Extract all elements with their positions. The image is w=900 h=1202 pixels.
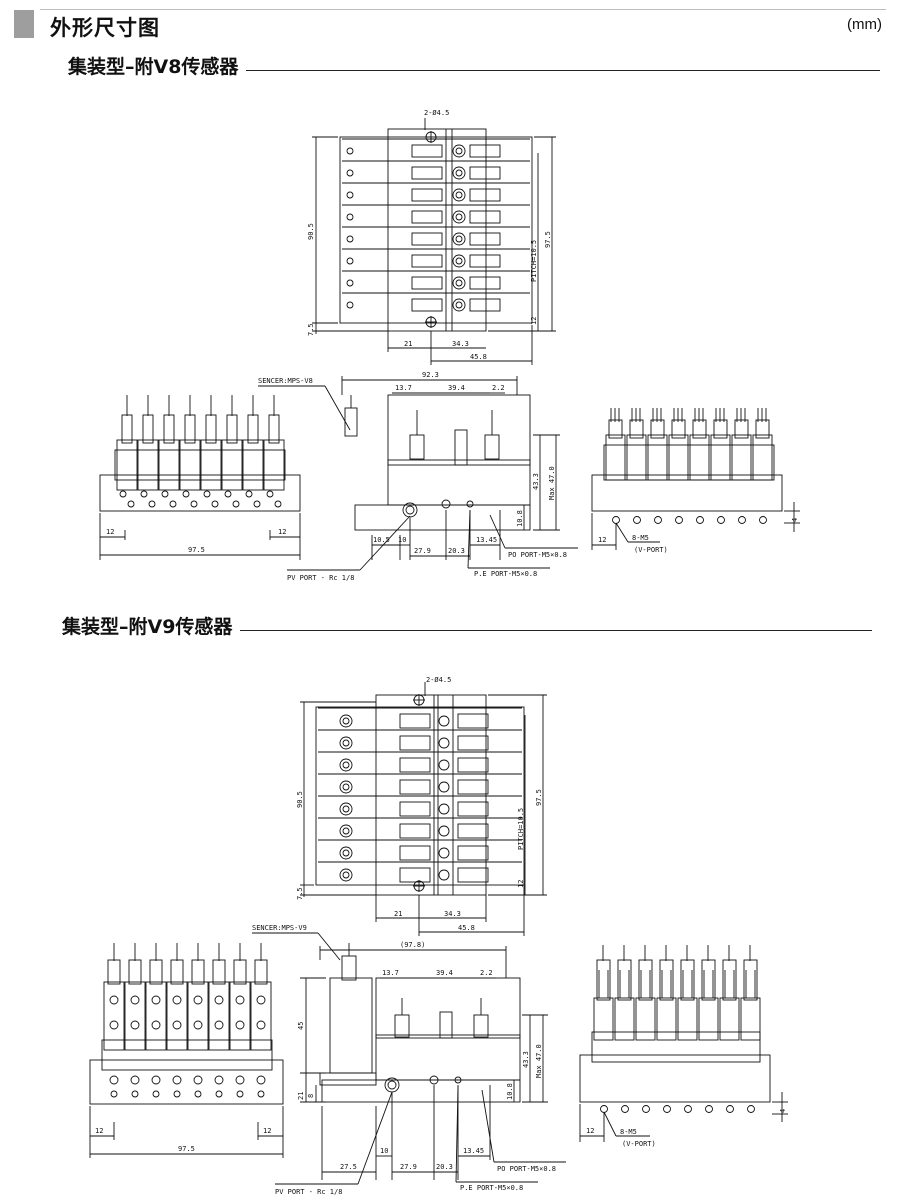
dim-45-8-v9: 45.8: [458, 924, 475, 932]
pe-port-label-v9: P.E PORT-M5×0.8: [460, 1184, 523, 1192]
side-dim-20-3: 20.3: [448, 547, 465, 555]
side-dim-39-4: 39.4: [448, 384, 465, 392]
side-dim-39-4-v9: 39.4: [436, 969, 453, 977]
pe-port-label: P.E PORT-M5×0.8: [474, 570, 537, 578]
pitch-dimension: PITCH=10.5: [530, 240, 538, 282]
side-dim-max47: Max 47.0: [548, 466, 556, 500]
side-dim-20-3-v9: 20.3: [436, 1163, 453, 1171]
pitch-dimension-v9: PITCH=10.5: [517, 808, 525, 850]
front-dim-12-left: 12: [106, 528, 114, 536]
section1-drawing: 2-Ø4.5 90.5 7.5 97.5 PITCH=10.5 12 21 34…: [99, 109, 800, 582]
rear-view: 12 8-M5 (V-PORT) 4: [591, 408, 800, 554]
front-valve-stack: [116, 395, 285, 508]
side-view-v9: (97.8) 13.7 39.4 2.2 SENCER:MPS-V9 45 21…: [252, 924, 566, 1196]
dim-12-v9: 12: [517, 880, 525, 888]
side-dim-27-9: 27.9: [414, 547, 431, 555]
dim-97-5-v9: 97.5: [535, 789, 543, 806]
rear-dim-12-v9: 12: [586, 1127, 594, 1135]
side-dim-97-8: (97.8): [400, 941, 425, 949]
hole-dimension-v9: 2-Ø4.5: [426, 676, 451, 684]
pv-port-label: PV PORT - Rc 1/8: [287, 574, 354, 582]
section2-title: 集装型–附V9传感器: [62, 612, 241, 639]
side-dim-2-2-v9: 2.2: [480, 969, 493, 977]
front-dim-97-5: 97.5: [188, 546, 205, 554]
rear-dim-12: 12: [598, 536, 606, 544]
section2-heading: 集装型–附V9传感器: [0, 612, 900, 642]
side-dim-43-3-v9: 43.3: [522, 1051, 530, 1068]
section1-title: 集装型–附V8传感器: [68, 52, 247, 79]
page-header: 外形尺寸图 (mm): [0, 0, 900, 44]
rear-valve-stack-v9: [593, 945, 761, 1113]
valve-stations-top-v9: [318, 707, 522, 883]
front-view-v9: 12 12 97.5: [89, 943, 284, 1158]
page-title: 外形尺寸图: [50, 16, 160, 40]
front-dim-12-left-v9: 12: [95, 1127, 103, 1135]
dim-12: 12: [530, 317, 538, 325]
side-dim-10-v9: 10: [380, 1147, 388, 1155]
side-dim-10-8-v9: 10.8: [506, 1083, 514, 1100]
side-dim-27-9-v9: 27.9: [400, 1163, 417, 1171]
section1-rule: [68, 70, 880, 71]
side-dim-43-3: 43.3: [532, 473, 540, 490]
po-port-label-v9: PO PORT-M5×0.8: [497, 1165, 556, 1173]
side-dim-13-45: 13.45: [476, 536, 497, 544]
vport-label-v9: (V-PORT): [622, 1140, 656, 1148]
side-dim-10-8: 10.8: [516, 510, 524, 527]
front-valve-stack-v9: [103, 943, 272, 1098]
dim-34-3: 34.3: [452, 340, 469, 348]
rear-dim-4: 4: [791, 518, 799, 522]
section1-heading: 集装型–附V8传感器: [0, 52, 900, 82]
side-dim-2-2: 2.2: [492, 384, 505, 392]
side-dim-8: 8: [307, 1094, 315, 1098]
rear-view-v9: 12 8-M5 (V-PORT) 4: [579, 945, 788, 1148]
section2-drawing: 2-Ø4.5 90.5 7.5 97.5 PITCH=10.5 12 21 34…: [89, 676, 788, 1196]
side-dim-13-7: 13.7: [395, 384, 412, 392]
dim-45-8: 45.8: [470, 353, 487, 361]
side-view: 92.3 13.7 39.4 2.2 SENCER:MPS-V8 43.3 Ma…: [258, 371, 578, 582]
dim-34-3-v9: 34.3: [444, 910, 461, 918]
dim-90-5: 90.5: [307, 223, 315, 240]
header-rule: [40, 9, 886, 10]
front-dim-12-right-v9: 12: [263, 1127, 271, 1135]
dim-21: 21: [404, 340, 412, 348]
side-dim-21-v9: 21: [297, 1092, 305, 1100]
front-view: 12 12 97.5: [99, 395, 301, 560]
side-dim-max47-v9: Max 47.0: [535, 1044, 543, 1078]
side-dim-10: 10: [398, 536, 406, 544]
dim-21-v9: 21: [394, 910, 402, 918]
rear-valve-stack: [605, 408, 773, 524]
valve-stations-top: [342, 138, 530, 312]
side-dim-13-7-v9: 13.7: [382, 969, 399, 977]
section2-rule: [68, 630, 872, 631]
m5-label: 8-M5: [632, 534, 649, 542]
side-dim-45: 45: [297, 1022, 305, 1030]
sensor-label-v9: SENCER:MPS-V9: [252, 924, 307, 932]
dim-90-5-v9: 90.5: [296, 791, 304, 808]
front-dim-97-5-v9: 97.5: [178, 1145, 195, 1153]
rear-dim-4-v9: 4: [779, 1109, 787, 1113]
front-dim-12-right: 12: [278, 528, 286, 536]
vport-label: (V-PORT): [634, 546, 668, 554]
top-view: 2-Ø4.5 90.5 7.5 97.5 PITCH=10.5 12 21 34…: [307, 109, 556, 365]
side-dim-27-5: 27.5: [340, 1163, 357, 1171]
dim-7-5: 7.5: [307, 323, 315, 336]
dim-7-5-v9: 7.5: [296, 887, 304, 900]
pv-port-label-v9: PV PORT - Rc 1/8: [275, 1188, 342, 1196]
header-accent-bar: [14, 10, 34, 38]
po-port-label: PO PORT-M5×0.8: [508, 551, 567, 559]
side-dim-92-3: 92.3: [422, 371, 439, 379]
sensor-label: SENCER:MPS-V8: [258, 377, 313, 385]
top-view-v9: 2-Ø4.5 90.5 7.5 97.5 PITCH=10.5 12 21 34…: [296, 676, 547, 936]
hole-dimension: 2-Ø4.5: [424, 109, 449, 117]
m5-label-v9: 8-M5: [620, 1128, 637, 1136]
side-dim-10-5: 10.5: [373, 536, 390, 544]
side-dim-13-45-v9: 13.45: [463, 1147, 484, 1155]
unit-label: (mm): [847, 16, 882, 33]
dim-97-5: 97.5: [544, 231, 552, 248]
